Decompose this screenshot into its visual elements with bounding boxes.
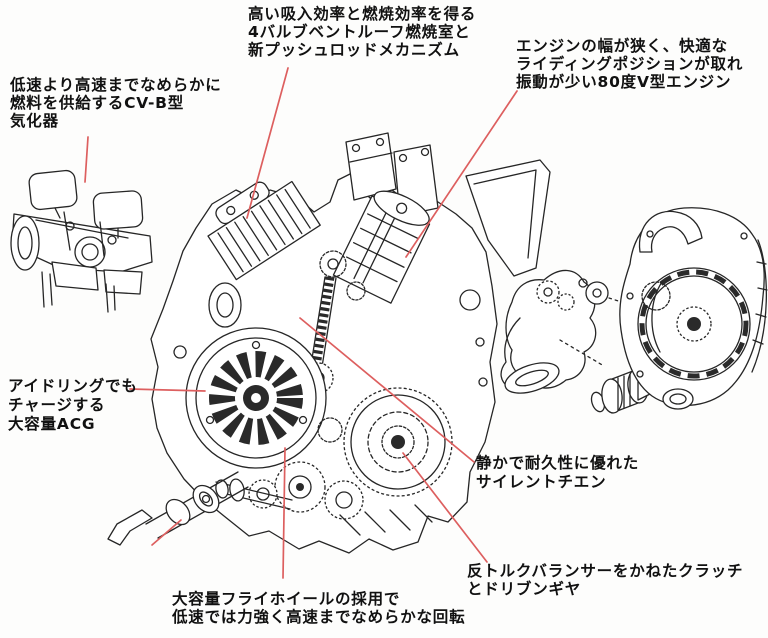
label-flywheel: 大容量フライホイールの採用で 低速では力強く高速までなめらかな回転 bbox=[172, 590, 465, 626]
label-line: 気化器 bbox=[10, 112, 59, 130]
label-line: 反トルクバランサーをかねたクラッチ bbox=[467, 562, 744, 580]
label-line: 静かで耐久性に優れた bbox=[476, 454, 640, 472]
label-silent-chain: 静かで耐久性に優れた サイレントチエン bbox=[476, 454, 639, 492]
leader-combustion-chamber bbox=[246, 67, 289, 219]
leader-clutch bbox=[402, 452, 488, 563]
label-line: サイレントチエン bbox=[476, 473, 607, 491]
flywheel-acg-art bbox=[185, 327, 327, 469]
label-line: 低速より高速までなめらかに bbox=[10, 76, 222, 94]
leader-flywheel bbox=[282, 447, 286, 579]
label-line: 新プッシュロッドメカニズム bbox=[248, 41, 460, 59]
label-clutch-driven-gear: 反トルクバランサーをかねたクラッチ とドリブンギヤ bbox=[467, 562, 743, 598]
label-line: 大容量ACG bbox=[8, 415, 96, 433]
leader-carburetor bbox=[84, 136, 89, 183]
label-line: エンジンの幅が狭く、快適な bbox=[516, 37, 728, 55]
leader-driveshaft bbox=[151, 519, 182, 546]
carburetor-art bbox=[10, 169, 153, 313]
driveshaft-art bbox=[107, 471, 249, 546]
label-line: 高い吸入効率と燃焼効率を得る bbox=[248, 5, 477, 23]
label-line: 振動が少い80度V型エンジン bbox=[516, 73, 732, 91]
primary-gear-art bbox=[317, 387, 453, 497]
leader-v-engine bbox=[405, 90, 518, 258]
leader-lines bbox=[84, 67, 518, 579]
cylinder-right-art bbox=[332, 190, 431, 304]
label-line: 4バルブベントルーフ燃焼室と bbox=[248, 23, 471, 41]
oil-pump-art bbox=[500, 269, 605, 394]
label-line: チャージする bbox=[8, 396, 106, 414]
leader-silent-chain bbox=[299, 317, 475, 463]
label-acg: アイドリングでも チャージする 大容量ACG bbox=[8, 377, 138, 434]
rear-cover-clutch-art bbox=[619, 207, 768, 410]
label-line: アイドリングでも bbox=[8, 377, 138, 395]
transmission-gears-art bbox=[215, 461, 364, 520]
label-line: 燃料を供給するCV-B型 bbox=[10, 94, 185, 112]
label-line: ライディングポジションが取れ bbox=[516, 55, 744, 73]
label-carburetor: 低速より高速までなめらかに 燃料を供給するCV-B型 気化器 bbox=[10, 76, 222, 130]
label-line: 低速では力強く高速までなめらかな回転 bbox=[172, 608, 466, 626]
engine-block-art bbox=[150, 132, 551, 554]
label-combustion-chamber: 高い吸入効率と燃焼効率を得る 4バルブベントルーフ燃焼室と 新プッシュロッドメカ… bbox=[248, 5, 476, 59]
label-line: とドリブンギヤ bbox=[467, 580, 582, 598]
label-v-engine: エンジンの幅が狭く、快適な ライディングポジションが取れ 振動が少い80度V型エ… bbox=[516, 37, 743, 91]
label-line: 大容量フライホイールの採用で bbox=[172, 590, 401, 608]
leader-acg bbox=[129, 388, 206, 392]
